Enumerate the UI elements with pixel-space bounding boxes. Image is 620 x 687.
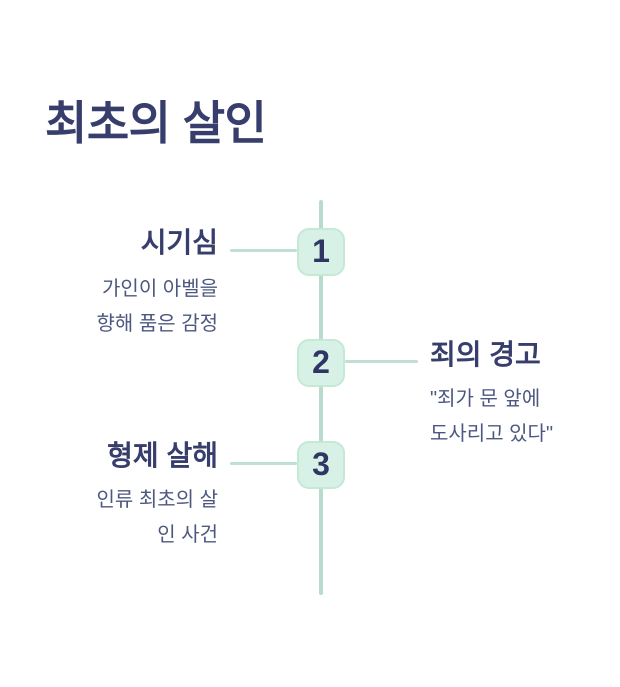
description-line: 향해 품은 감정: [96, 313, 218, 335]
timeline-item-2-label: 죄의 경고: [430, 339, 541, 370]
description-line: 가인이 아벨을: [102, 278, 218, 300]
timeline-item-1-text: 시기심 가인이 아벨을 향해 품은 감정: [30, 226, 218, 342]
description-line: "죄가 문 앞에: [430, 388, 541, 410]
description-line: 인 사건: [157, 524, 218, 546]
timeline-item-3-text: 형제 살해 인류 최초의 살 인 사건: [30, 439, 218, 553]
timeline-item-1-connector: [230, 249, 297, 252]
timeline-item-3-connector: [230, 462, 297, 465]
timeline-node-2-number: 2: [312, 344, 330, 380]
description-line: 도사리고 있다": [430, 423, 554, 445]
timeline-item-2-description: "죄가 문 앞에 도사리고 있다": [430, 382, 606, 452]
page-title: 최초의 살인: [45, 97, 267, 149]
timeline-item-2-text: 죄의 경고 "죄가 문 앞에 도사리고 있다": [430, 338, 606, 452]
timeline-item-2-connector: [345, 360, 418, 363]
timeline-item-1-label: 시기심: [140, 227, 218, 258]
timeline-node-1-number: 1: [312, 233, 330, 269]
timeline-item-3-description: 인류 최초의 살 인 사건: [30, 483, 218, 553]
timeline-node-3-number: 3: [312, 446, 330, 482]
timeline-item-1-description: 가인이 아벨을 향해 품은 감정: [30, 272, 218, 342]
timeline-node-1: 1: [297, 228, 345, 276]
timeline-line: [319, 200, 323, 595]
timeline-node-3: 3: [297, 441, 345, 489]
timeline-item-3-label: 형제 살해: [107, 440, 218, 471]
timeline-node-2: 2: [297, 339, 345, 387]
description-line: 인류 최초의 살: [96, 489, 218, 511]
